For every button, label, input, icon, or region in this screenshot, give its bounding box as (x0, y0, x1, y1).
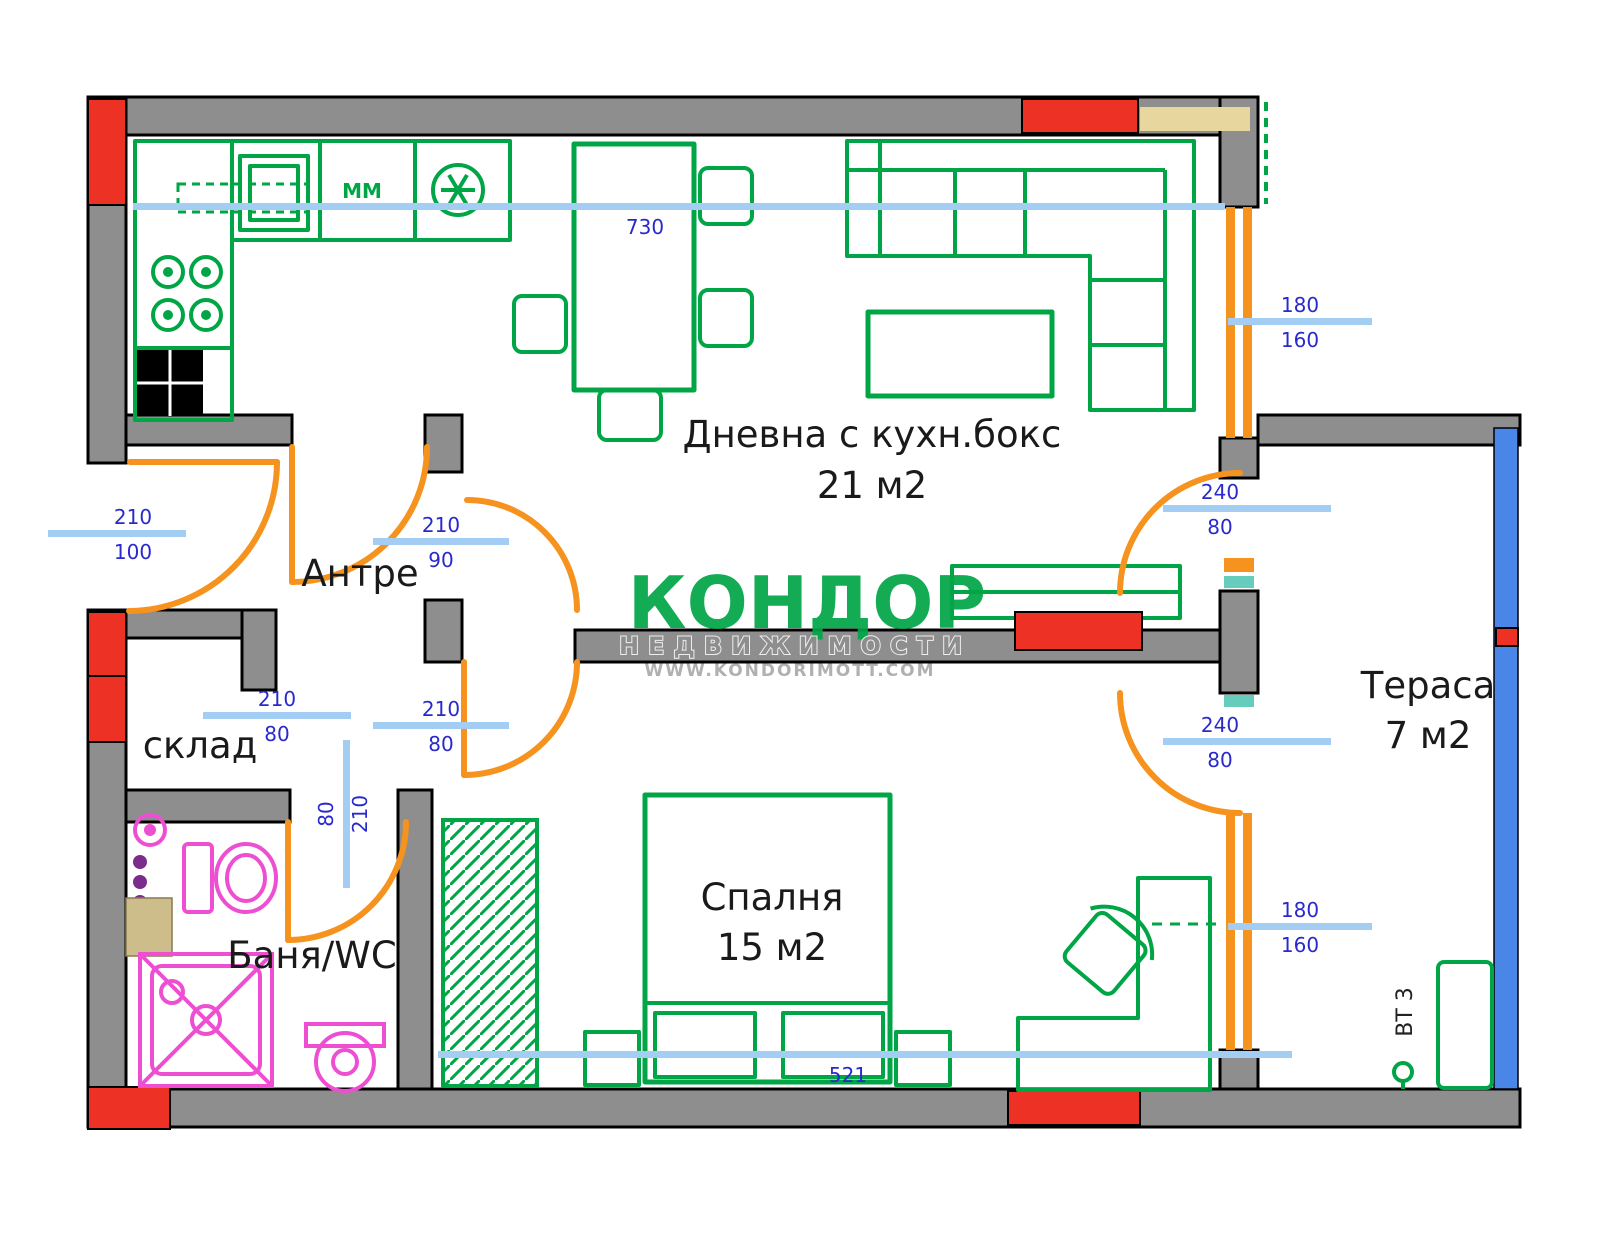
dim-hall-w: 90 (428, 548, 453, 572)
dim-hall-h: 210 (422, 513, 460, 537)
oven (137, 350, 203, 416)
desk-chair (1062, 904, 1155, 996)
dim-bedroom-h: 210 (422, 697, 460, 721)
dim-entry-w: 100 (114, 540, 152, 564)
dim-entry-h: 210 (114, 505, 152, 529)
room-label-terrace: Тераса (1360, 664, 1496, 707)
dim-window-bot-h: 160 (1281, 933, 1319, 957)
terrace-door-top-arc (1117, 470, 1243, 596)
dining-set (512, 141, 754, 442)
entry-door-arc (126, 459, 280, 614)
dim-total-bottom: 521 (829, 1063, 867, 1087)
doors (126, 207, 1254, 1050)
stove (151, 255, 223, 332)
kitchen-dashed-unit (176, 182, 310, 214)
sofa (845, 139, 1196, 412)
dim-terr-top-w: 80 (1207, 515, 1232, 539)
nightstand-left (583, 1030, 641, 1087)
watermark-tagline: НЕДВИЖИМОСТИ (619, 632, 971, 660)
bedroom-door-arc (461, 659, 580, 778)
watermark: КОНДОР НЕДВИЖИМОСТИ WWW.KONDORIMOTT.COM (618, 561, 986, 681)
dim-total-top: 730 (626, 215, 664, 239)
dim-window-top-w: 180 (1281, 293, 1319, 317)
dimensions: 730 180 160 240 80 210 100 210 90 210 80… (48, 203, 1372, 1087)
dim-storage-w: 80 (264, 722, 289, 746)
dim-terr-top-h: 240 (1201, 480, 1239, 504)
water-heater (125, 897, 173, 957)
room-label-bedroom: Спалня (701, 876, 844, 919)
dim-bath-h: 210 (348, 795, 372, 833)
room-label-hall: Антре (301, 552, 418, 595)
kitchen-counter (133, 139, 512, 422)
dim-bath-w: 80 (314, 801, 338, 826)
hall-living-door-arc (464, 497, 580, 613)
room-labels: Дневна с кухн.бокс 21 м2 Антре склад Бан… (143, 413, 1496, 977)
bath-door-arc (285, 819, 409, 943)
dim-bedroom-w: 80 (428, 732, 453, 756)
vent-label: ВТ 3 (1393, 987, 1418, 1037)
windows (87, 98, 1519, 1130)
nightstand-right (894, 1030, 952, 1087)
terrace-radiator (1436, 960, 1494, 1090)
room-area-living: 21 м2 (817, 464, 927, 507)
floor-drain (1392, 1061, 1414, 1089)
washing-machine (431, 163, 485, 217)
desk (1016, 876, 1224, 1092)
room-label-bath: Баня/WC (227, 934, 396, 977)
bathroom-fixtures (125, 813, 386, 1093)
dim-window-top-h: 160 (1281, 328, 1319, 352)
bed (642, 792, 893, 1085)
watermark-brand: КОНДОР (628, 561, 986, 645)
terrace-railing (1493, 427, 1519, 1090)
watermark-url: WWW.KONDORIMOTT.COM (644, 661, 935, 681)
room-label-storage: склад (143, 724, 258, 767)
dim-window-bot-w: 180 (1281, 898, 1319, 922)
room-area-terrace: 7 м2 (1385, 714, 1472, 757)
room-area-bedroom: 15 м2 (717, 926, 827, 969)
room-label-living: Дневна с кухн.бокс (683, 413, 1062, 456)
appliance-label: MM (342, 179, 382, 203)
coffee-table (865, 309, 1055, 399)
wall-accent-top (1140, 107, 1250, 131)
dim-terr-bot-h: 240 (1201, 713, 1239, 737)
dim-storage-h: 210 (258, 687, 296, 711)
wardrobe (441, 818, 539, 1088)
terrace-door-bottom-arc (1117, 690, 1243, 816)
tv (1014, 611, 1143, 651)
dim-terr-bot-w: 80 (1207, 748, 1232, 772)
